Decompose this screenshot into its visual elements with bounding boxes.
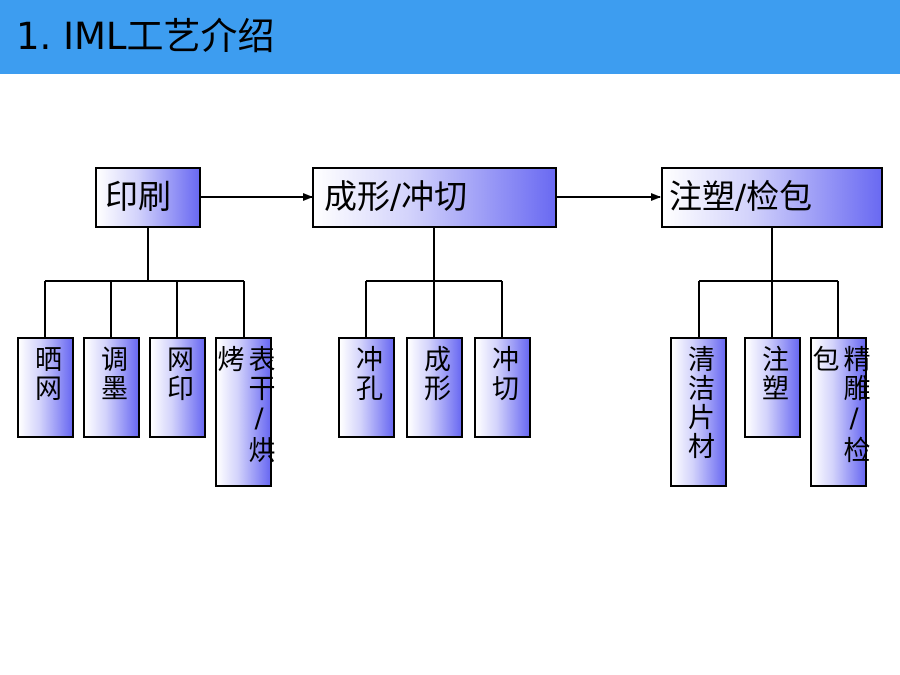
tree-stage1 xyxy=(44,228,245,337)
step-box-ink-mixing: 调墨 xyxy=(83,337,140,438)
step-box-screen-exposure: 晒网 xyxy=(17,337,74,438)
step-box-injection: 注塑 xyxy=(744,337,801,438)
stage-box-forming: 成形/冲切 xyxy=(312,167,557,228)
step-label: 表干/烘烤 xyxy=(212,345,275,465)
step-box-clean-sheet: 清洁片材 xyxy=(670,337,727,487)
step-label: 冲切 xyxy=(487,345,518,403)
step-label: 清洁片材 xyxy=(683,345,714,461)
stage-label-print: 印刷 xyxy=(105,177,171,216)
step-box-engrave-inspect: 精雕/检包 xyxy=(807,337,870,487)
stage-box-molding: 注塑/检包 xyxy=(661,167,883,228)
step-box-forming: 成形 xyxy=(406,337,463,438)
step-label: 精雕/检包 xyxy=(807,345,870,465)
step-box-screen-printing: 网印 xyxy=(149,337,206,438)
title-bar: 1. IML工艺介绍 xyxy=(0,0,900,74)
step-label: 成形 xyxy=(419,345,450,403)
stage-box-print: 印刷 xyxy=(95,167,201,228)
step-box-surface-dry-bake: 表干/烘烤 xyxy=(212,337,275,487)
step-label: 注塑 xyxy=(757,345,788,403)
step-label: 网印 xyxy=(162,345,193,403)
stage-label-molding: 注塑/检包 xyxy=(669,177,813,216)
step-box-punching: 冲孔 xyxy=(338,337,395,438)
step-label: 晒网 xyxy=(30,345,61,403)
step-box-die-cut: 冲切 xyxy=(474,337,531,438)
tree-stage3 xyxy=(698,228,839,337)
step-label: 调墨 xyxy=(96,345,127,403)
slide-title: 1. IML工艺介绍 xyxy=(16,15,275,58)
tree-stage2 xyxy=(365,228,503,337)
step-label: 冲孔 xyxy=(351,345,382,403)
stage-label-forming: 成形/冲切 xyxy=(324,177,468,216)
